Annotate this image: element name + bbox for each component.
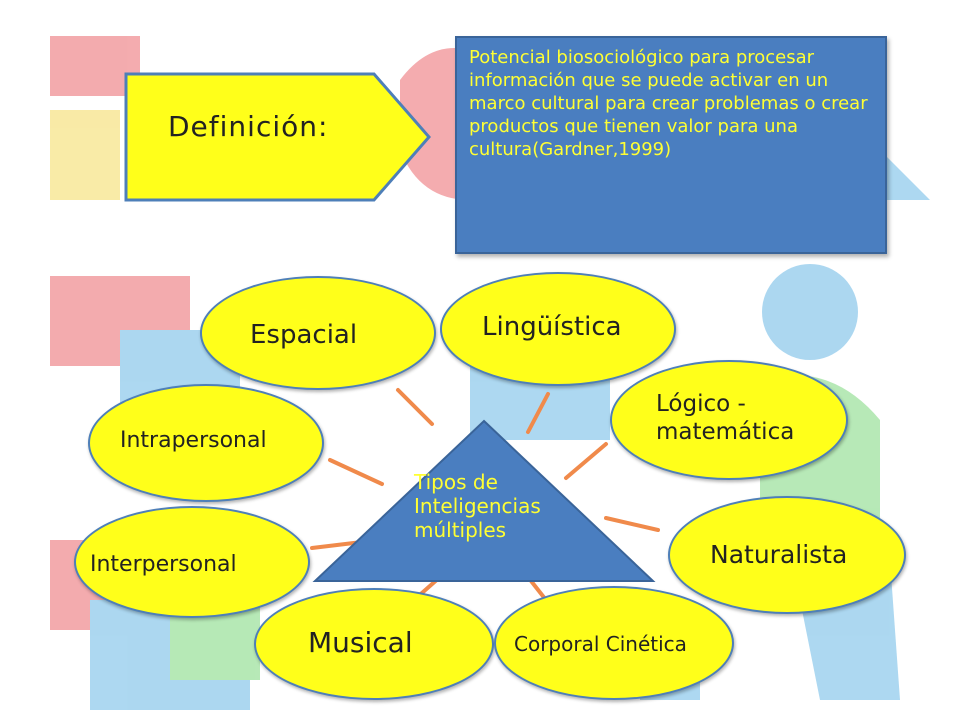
- definition-arrow-shape: [124, 72, 431, 202]
- node-label: Musical: [308, 626, 413, 659]
- center-triangle-shape: [312, 419, 656, 582]
- node-label: Corporal Cinética: [514, 632, 687, 656]
- center-label: Tipos de Inteligencias múltiples: [414, 470, 541, 542]
- center-triangle: Tipos de Inteligencias múltiples: [312, 418, 656, 584]
- definition-box: Potencial biosociológico para procesar i…: [455, 36, 887, 254]
- puzzle-piece-red-bottom: [50, 276, 190, 366]
- node-intrapersonal: Intrapersonal: [88, 384, 324, 502]
- node-naturalista: Naturalista: [668, 496, 906, 614]
- puzzle-piece-red-right: [400, 48, 470, 200]
- puzzle-piece-blue-tip: [880, 150, 930, 200]
- node-label: Lingüística: [482, 312, 622, 342]
- node-interpersonal: Interpersonal: [74, 506, 310, 618]
- puzzle-piece-blue-low: [90, 600, 250, 710]
- node-linguistica: Lingüística: [440, 272, 676, 386]
- node-label: Naturalista: [710, 540, 848, 569]
- node-corporal-cinetica: Corporal Cinética: [494, 586, 734, 700]
- node-label: Intrapersonal: [120, 428, 267, 453]
- definition-label: Definición:: [168, 110, 329, 143]
- node-label: Espacial: [250, 320, 358, 350]
- person-head: [762, 264, 858, 360]
- node-label: Lógico - matemática: [656, 391, 795, 445]
- node-logico-matematica: Lógico - matemática: [610, 360, 848, 480]
- node-musical: Musical: [254, 588, 494, 700]
- node-label: Interpersonal: [90, 552, 237, 577]
- definition-text: Potencial biosociológico para procesar i…: [469, 47, 868, 160]
- definition-arrow: Definición:: [124, 72, 432, 202]
- node-espacial: Espacial: [200, 276, 436, 390]
- puzzle-piece-yellow-top: [50, 110, 120, 200]
